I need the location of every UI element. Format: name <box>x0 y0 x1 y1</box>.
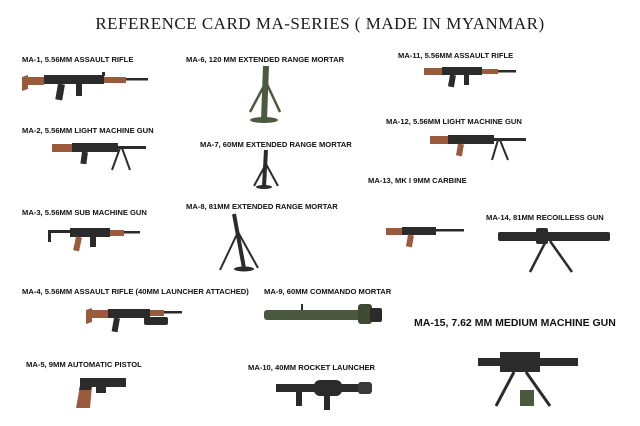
label-ma-7: MA-7, 60MM EXTENDED RANGE MORTAR <box>200 140 352 149</box>
sub-machine-gun-image <box>46 220 142 256</box>
label-ma-11: MA-11, 5.56MM ASSAULT RIFLE <box>398 51 514 60</box>
label-ma-2: MA-2, 5.56MM LIGHT MACHINE GUN <box>22 126 154 135</box>
label-ma-3: MA-3, 5.56MM SUB MACHINE GUN <box>22 208 147 217</box>
81mm-mortar-image <box>210 210 270 274</box>
label-ma-14: MA-14, 81MM RECOILLESS GUN <box>486 213 604 222</box>
label-ma-4: MA-4, 5.56MM ASSAULT RIFLE (40MM LAUNCHE… <box>22 287 249 296</box>
commando-mortar-image <box>262 298 386 330</box>
60mm-mortar-image <box>248 148 286 190</box>
rocket-launcher-image <box>274 374 378 414</box>
light-machine-gun-image <box>48 136 148 172</box>
label-ma-8: MA-8, 81MM EXTENDED RANGE MORTAR <box>186 202 338 211</box>
label-ma-9: MA-9, 60MM COMMANDO MORTAR <box>264 287 392 296</box>
label-ma-10: MA-10, 40MM ROCKET LAUNCHER <box>248 363 375 372</box>
medium-machine-gun-image <box>474 346 582 412</box>
120mm-mortar-image <box>236 62 292 124</box>
label-ma-12: MA-12, 5.56MM LIGHT MACHINE GUN <box>386 117 522 126</box>
assault-rifle-launcher-image <box>84 300 184 338</box>
label-ma-13: MA-13, MK I 9MM CARBINE <box>368 176 467 185</box>
pistol-image <box>72 374 128 410</box>
label-ma-6: MA-6, 120 MM EXTENDED RANGE MORTAR <box>186 55 345 64</box>
carbine-image <box>384 222 466 250</box>
label-ma-1: MA-1, 5.56MM ASSAULT RIFLE <box>22 55 134 64</box>
light-machine-gun-ma12-image <box>428 126 528 164</box>
card-title: REFERENCE CARD MA-SERIES ( MADE IN MYANM… <box>95 14 545 33</box>
recoilless-gun-image <box>496 224 614 276</box>
label-ma-5: MA-5, 9MM AUTOMATIC PISTOL <box>26 360 142 369</box>
label-ma-15: MA-15, 7.62 MM MEDIUM MACHINE GUN <box>414 317 616 329</box>
assault-rifle-ma11-image <box>422 60 518 92</box>
assault-rifle-image <box>14 63 152 105</box>
